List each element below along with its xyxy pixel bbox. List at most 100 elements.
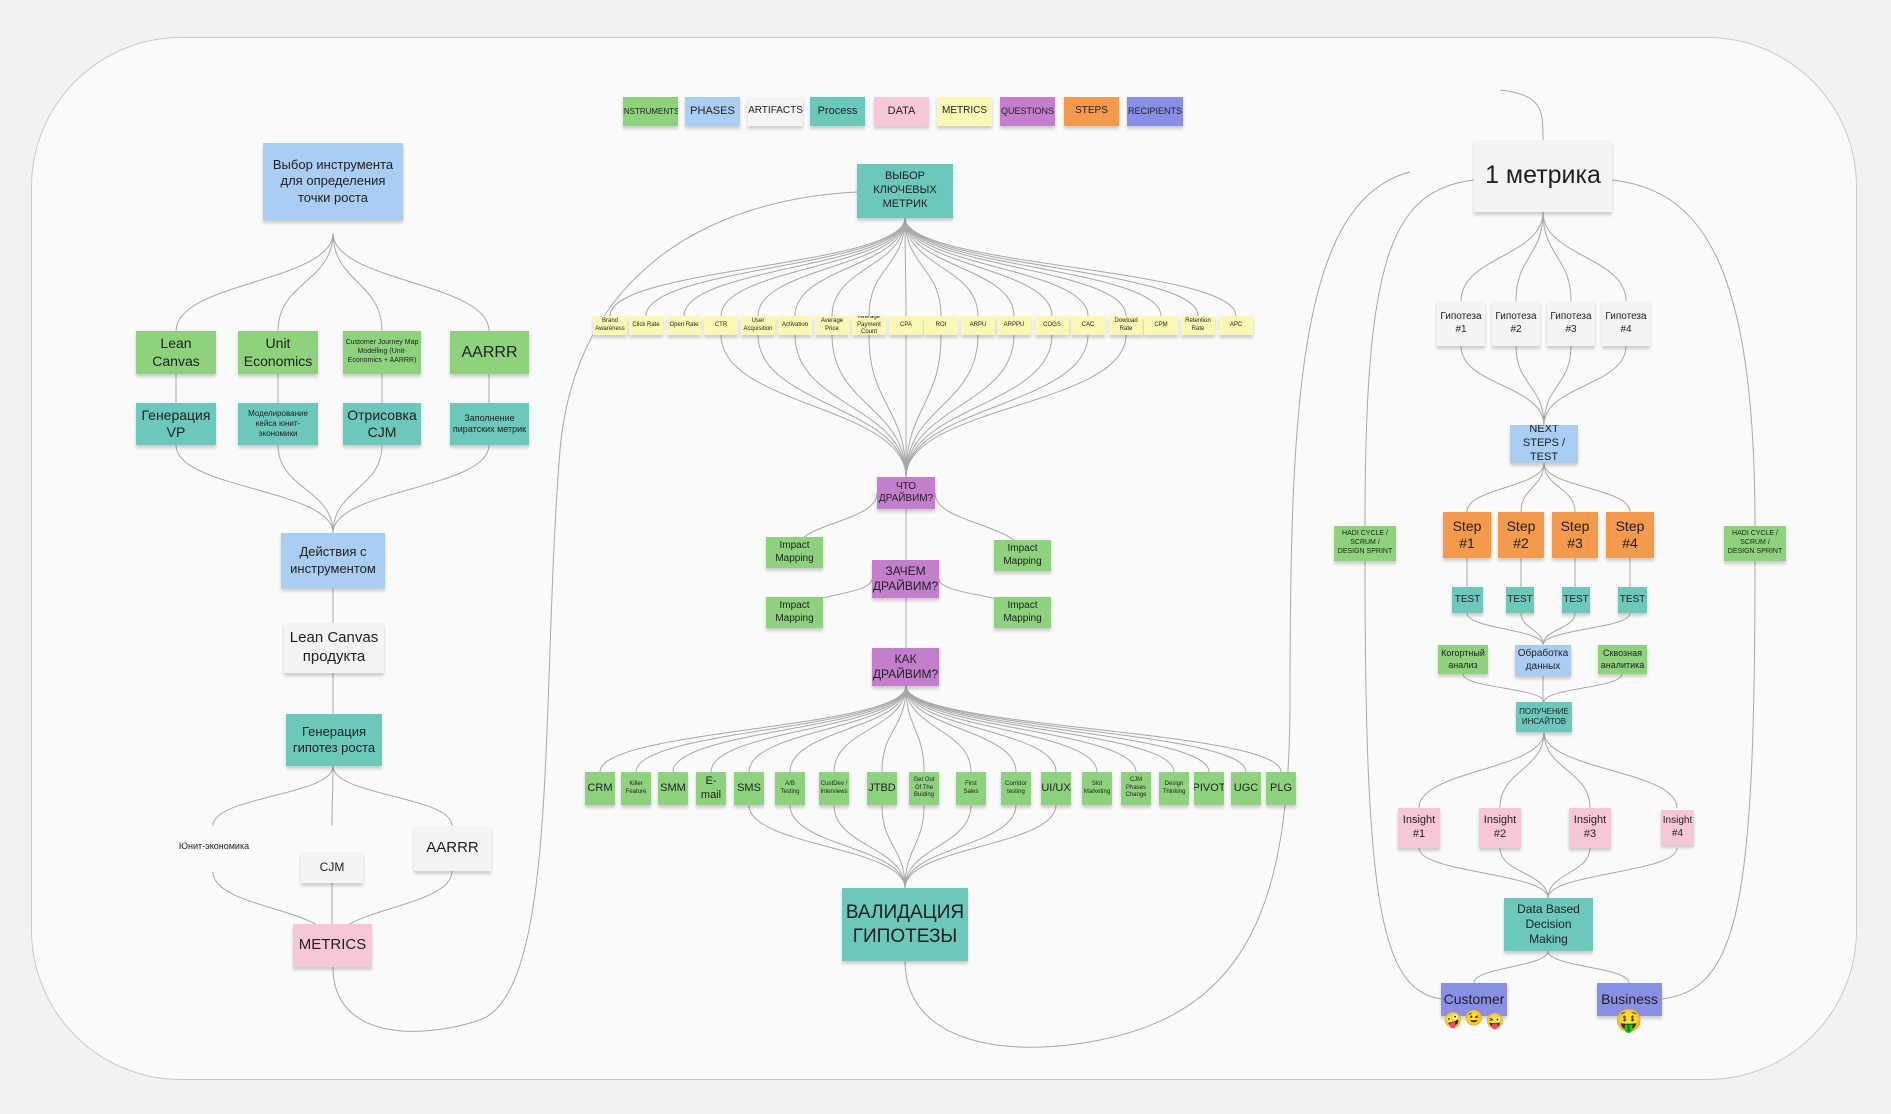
hypothesis-3[interactable]: Гипотеза #3 xyxy=(1547,301,1595,346)
legend-data[interactable]: DATA xyxy=(874,97,929,126)
instrument-unit-economics[interactable]: Unit Economics xyxy=(238,331,318,374)
actions-phase[interactable]: Действия с инструментом xyxy=(281,533,385,588)
recipient-customer[interactable]: Customer xyxy=(1441,983,1507,1016)
step-1[interactable]: Step #1 xyxy=(1443,512,1491,558)
connector xyxy=(1364,179,1475,527)
tool-card[interactable]: Get Out Of The Buiding xyxy=(909,772,939,805)
legend-metrics[interactable]: METRICS xyxy=(937,97,992,126)
tool-card[interactable]: A/B Testing xyxy=(775,772,805,805)
data-processing[interactable]: Обработка данных xyxy=(1515,645,1571,676)
tool-card[interactable]: First Sales xyxy=(956,772,986,805)
process-pirate-metrics[interactable]: Заполнение пиратских метрик xyxy=(450,403,529,445)
test-3[interactable]: TEST xyxy=(1562,587,1590,613)
metric-card[interactable]: APC xyxy=(1219,316,1253,335)
metric-card[interactable]: Open Rate xyxy=(667,316,701,335)
artifact-aarrr[interactable]: AARRR xyxy=(414,826,491,871)
metric-card[interactable]: CAC xyxy=(1071,316,1105,335)
process-unit-economics-model[interactable]: Моделирование кейса юнит-экономики xyxy=(238,403,318,445)
legend-artifacts[interactable]: ARTIFACTS xyxy=(748,97,803,126)
step-4[interactable]: Step #4 xyxy=(1606,512,1654,558)
step-2[interactable]: Step #2 xyxy=(1498,512,1544,558)
tool-card[interactable]: SMM xyxy=(658,772,688,805)
tool-card[interactable]: Killer Feature xyxy=(621,772,651,805)
getting-insights[interactable]: ПОЛУЧЕНИЕ ИНСАЙТОВ xyxy=(1516,702,1572,732)
tool-card[interactable]: UI/UX xyxy=(1041,772,1071,805)
legend-phases[interactable]: PHASES xyxy=(685,97,740,126)
tool-card[interactable]: JTBD xyxy=(867,772,897,805)
impact-mapping-3[interactable]: Impact Mapping xyxy=(766,597,823,628)
impact-mapping-1[interactable]: Impact Mapping xyxy=(766,537,823,568)
tool-card[interactable]: CRM xyxy=(585,772,615,805)
legend-questions[interactable]: QUESTIONS xyxy=(1000,97,1055,126)
test-4[interactable]: TEST xyxy=(1618,587,1647,613)
metric-card[interactable]: COGS xyxy=(1035,316,1069,335)
key-metrics-process[interactable]: ВЫБОР КЛЮЧЕВЫХ МЕТРИК xyxy=(857,164,953,218)
metric-card[interactable]: Activation xyxy=(778,316,812,335)
artifact-cjm[interactable]: CJM xyxy=(301,852,363,883)
metric-card[interactable]: Brand Awareness xyxy=(593,316,627,335)
tool-card[interactable]: PIVOT xyxy=(1194,772,1224,805)
question-why-drive[interactable]: ЗАЧЕМ ДРАЙВИМ? xyxy=(872,560,939,598)
test-1[interactable]: TEST xyxy=(1452,587,1483,613)
lean-canvas-artifact[interactable]: Lean Canvas продукта xyxy=(284,623,384,673)
tool-card[interactable]: PLG xyxy=(1266,772,1296,805)
metric-card[interactable]: CPM xyxy=(1144,316,1178,335)
metric-card[interactable]: CTR xyxy=(704,316,738,335)
legend-instruments[interactable]: INSTRUMENTS xyxy=(623,97,678,126)
tool-card[interactable]: Corridor testing xyxy=(1001,772,1031,805)
test-2[interactable]: TEST xyxy=(1506,587,1534,613)
one-metric-artifact[interactable]: 1 метрика xyxy=(1474,140,1612,212)
tool-card[interactable]: E-mail xyxy=(696,772,726,805)
legend-steps[interactable]: STEPS xyxy=(1064,97,1119,126)
artifact-unit-economics[interactable]: Юнит-экономика xyxy=(178,841,250,852)
metric-card[interactable]: Click Rate xyxy=(629,316,663,335)
metric-card[interactable]: Retention Rate xyxy=(1181,316,1215,335)
metric-card[interactable]: CPA xyxy=(889,316,923,335)
connector xyxy=(332,232,383,332)
tool-card[interactable]: CustDev / Interviews xyxy=(819,772,849,805)
instrument-customer-journey[interactable]: Customer Journey Map Modelling (Unit-Eco… xyxy=(343,331,421,374)
process-vp-generation[interactable]: Генерация VP xyxy=(136,403,216,445)
impact-mapping-2[interactable]: Impact Mapping xyxy=(994,540,1051,571)
legend-process[interactable]: Process xyxy=(810,97,865,126)
hypothesis-4[interactable]: Гипотеза #4 xyxy=(1602,301,1650,346)
hypothesis-generation[interactable]: Генерация гипотез роста xyxy=(286,714,382,766)
connector xyxy=(868,217,906,317)
metric-card[interactable]: ARPU xyxy=(961,316,995,335)
instrument-lean-canvas[interactable]: Lean Canvas xyxy=(136,331,216,374)
through-analytics[interactable]: Сквозная аналитика xyxy=(1598,645,1647,674)
metric-card[interactable]: Average Price xyxy=(815,316,849,335)
recipient-business[interactable]: Business xyxy=(1597,983,1662,1016)
legend-recipients[interactable]: RECIPIENTS xyxy=(1127,97,1183,126)
metric-card[interactable]: ROI xyxy=(924,316,958,335)
hypothesis-2[interactable]: Гипотеза #2 xyxy=(1492,301,1540,346)
tool-card[interactable]: UGC xyxy=(1231,772,1261,805)
insight-1[interactable]: Insight #1 xyxy=(1398,808,1440,848)
insight-2[interactable]: Insight #2 xyxy=(1479,808,1521,848)
hypothesis-1[interactable]: Гипотеза #1 xyxy=(1437,301,1485,346)
metric-card[interactable]: ARPPU xyxy=(997,316,1031,335)
data-decision-making[interactable]: Data Based Decision Making xyxy=(1504,898,1593,951)
question-what-drive[interactable]: ЧТО ДРАЙВИМ? xyxy=(877,477,935,509)
step-3[interactable]: Step #3 xyxy=(1552,512,1598,558)
process-cjm-drawing[interactable]: Отрисовка CJM xyxy=(343,403,421,445)
tool-card[interactable]: SMS xyxy=(734,772,764,805)
hypothesis-validation[interactable]: ВАЛИДАЦИЯ ГИПОТЕЗЫ xyxy=(842,888,968,961)
tool-choice-phase[interactable]: Выбор инструмента для определения точки … xyxy=(263,143,403,220)
insight-3[interactable]: Insight #3 xyxy=(1569,808,1611,848)
metric-card[interactable]: Average Payment Count xyxy=(852,316,886,335)
tool-card[interactable]: CJM Phases Change xyxy=(1121,772,1151,805)
impact-mapping-4[interactable]: Impact Mapping xyxy=(994,597,1051,628)
insight-4[interactable]: Insight #4 xyxy=(1661,810,1694,845)
tool-card[interactable]: Slot Marketing xyxy=(1082,772,1112,805)
cohort-analysis[interactable]: Когортный анализ xyxy=(1438,645,1488,674)
metric-card[interactable]: User Acquisition xyxy=(741,316,775,335)
metrics-data[interactable]: METRICS xyxy=(293,924,372,967)
tool-card[interactable]: Design Thinking xyxy=(1159,772,1189,805)
question-how-drive[interactable]: КАК ДРАЙВИМ? xyxy=(872,648,939,686)
hadi-cycle-left[interactable]: HADI CYCLE / SCRUM / DESIGN SPRINT xyxy=(1334,526,1396,561)
metric-card[interactable]: Dowload Rate xyxy=(1109,316,1143,335)
hadi-cycle-right[interactable]: HADI CYCLE / SCRUM / DESIGN SPRINT xyxy=(1724,526,1786,561)
instrument-aarrr[interactable]: AARRR xyxy=(450,331,529,374)
next-steps-phase[interactable]: NEXT STEPS / TEST xyxy=(1510,425,1578,463)
